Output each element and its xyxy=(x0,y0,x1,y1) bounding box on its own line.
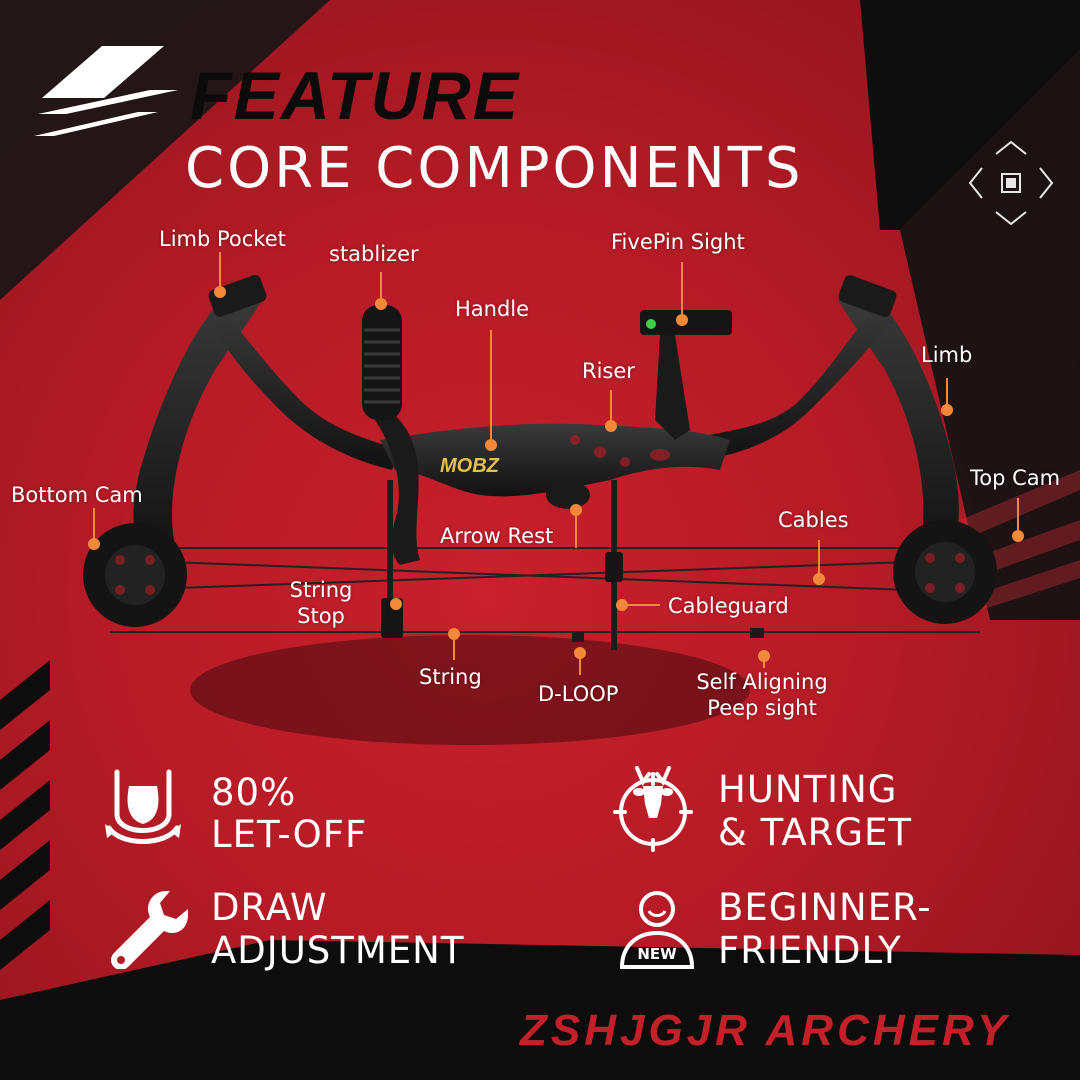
label-string-stop: String Stop xyxy=(284,577,358,629)
label-stablizer: stablizer xyxy=(329,242,419,266)
label-peep-sight: Self Aligning Peep sight xyxy=(688,669,836,721)
deer-target-icon xyxy=(613,766,693,852)
feature-heading: FEATURE xyxy=(190,58,521,134)
label-limb-pocket: Limb Pocket xyxy=(159,227,286,251)
label-string-stop-line2: Stop xyxy=(297,604,345,628)
feature-hunting-line2: & TARGET xyxy=(718,811,913,854)
page-title: CORE COMPONENTS xyxy=(185,136,804,201)
wrench-icon xyxy=(111,891,188,969)
label-handle: Handle xyxy=(455,297,530,321)
brand-logo-icon xyxy=(34,46,178,136)
new-user-icon: NEW xyxy=(619,891,695,969)
label-top-cam: Top Cam xyxy=(970,466,1061,490)
label-string-stop-line1: String xyxy=(289,578,353,602)
svg-text:NEW: NEW xyxy=(637,945,677,963)
feature-draw-line2: ADJUSTMENT xyxy=(211,929,465,972)
feature-beginner-line1: BEGINNER- xyxy=(718,886,932,929)
feature-hunting-line1: HUNTING xyxy=(718,768,898,811)
label-d-loop: D-LOOP xyxy=(538,682,619,706)
crosshair-icon xyxy=(968,140,1054,226)
label-bottom-cam: Bottom Cam xyxy=(11,483,143,507)
feature-let-off-line2: LET-OFF xyxy=(211,813,368,856)
feature-let-off-line1: 80% xyxy=(211,771,297,814)
label-string: String xyxy=(419,665,482,689)
let-off-icon xyxy=(105,769,181,844)
label-arrow-rest: Arrow Rest xyxy=(440,524,554,548)
feature-beginner-line2: FRIENDLY xyxy=(718,929,902,972)
label-riser: Riser xyxy=(582,359,635,383)
feature-draw-line1: DRAW xyxy=(211,886,328,929)
label-cableguard: Cableguard xyxy=(668,594,789,618)
label-fivepin-sight: FivePin Sight xyxy=(611,230,745,254)
label-peep-sight-line2: Peep sight xyxy=(707,696,817,720)
footer-brand: ZSHJGJR ARCHERY xyxy=(520,1006,1011,1055)
label-peep-sight-line1: Self Aligning xyxy=(696,670,828,694)
label-cables: Cables xyxy=(778,508,849,532)
label-limb: Limb xyxy=(921,343,973,367)
svg-text:MOBZ: MOBZ xyxy=(440,455,500,477)
